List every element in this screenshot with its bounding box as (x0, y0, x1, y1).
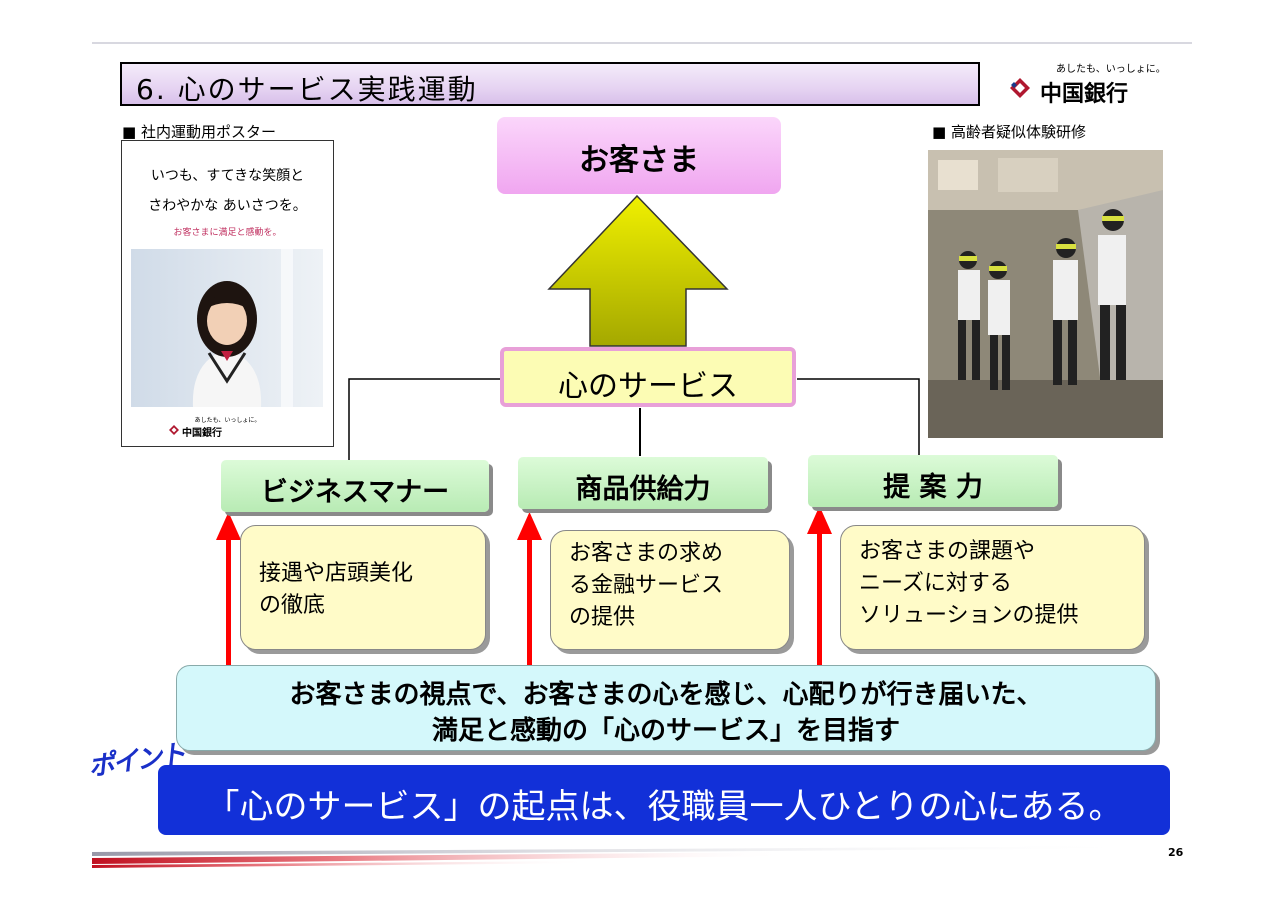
brand-name: 中国銀行 (1040, 82, 1129, 107)
poster-portrait-image (131, 249, 323, 407)
mission-line-2: 満足と感動の「心のサービス」を目指す (431, 716, 900, 746)
detail-line: ニーズに対する (859, 571, 1012, 596)
point-banner: 「心のサービス」の起点は、役職員一人ひとりの心にある。 (158, 765, 1170, 835)
pillar-header-label: ビジネスマナー (260, 477, 450, 508)
poster-line-1: いつも、すてきな笑顔と (150, 168, 305, 184)
heart-service-label: 心のサービス (558, 369, 738, 404)
heart-service-box: 心のサービス (500, 347, 796, 407)
pillar-header-business-manner: ビジネスマナー (221, 460, 489, 512)
brand-tagline: あしたも、いっしょに。 (1056, 64, 1166, 75)
customer-box: お客さま (497, 117, 781, 194)
top-rule (92, 42, 1192, 44)
footer-stripes (92, 846, 1162, 868)
detail-line: の提供 (569, 605, 636, 630)
mission-line-1: お客さまの視点で、お客さまの心を感じ、心配りが行き届いた、 (289, 680, 1043, 710)
poster-caption: ■ 社内運動用ポスター (122, 123, 276, 141)
poster-logo-icon (169, 425, 179, 435)
poster-tagline: あしたも、いっしょに。 (194, 417, 261, 424)
bank-logo-icon (1010, 78, 1030, 98)
campaign-poster: いつも、すてきな笑顔と さわやかな あいさつを。 お客さまに満足と感動を。 あし… (121, 140, 334, 447)
mission-box: お客さまの視点で、お客さまの心を感じ、心配りが行き届いた、 満足と感動の「心のサ… (176, 665, 1156, 751)
pillar-detail-product-supply: お客さまの求め る金融サービス の提供 (550, 530, 790, 650)
detail-line: る金融サービス (569, 573, 724, 598)
pillar-header-product-supply: 商品供給力 (518, 457, 768, 509)
detail-line: の徹底 (259, 593, 326, 618)
customer-label: お客さま (579, 143, 699, 178)
poster-bank-name: 中国銀行 (182, 428, 222, 439)
detail-line: 接遇や店頭美化 (259, 561, 414, 586)
pillar-detail-business-manner: 接遇や店頭美化 の徹底 (240, 525, 486, 650)
title-bar: 6. 心のサービス実践運動 (120, 62, 980, 106)
pillar-detail-proposal: お客さまの課題や ニーズに対する ソリューションの提供 (840, 525, 1145, 650)
photo-caption: ■ 高齢者疑似体験研修 (932, 123, 1086, 141)
training-photo-image (928, 150, 1163, 438)
pillar-header-proposal: 提 案 力 (808, 455, 1058, 507)
detail-line: お客さまの求め (569, 541, 724, 566)
page-title: 6. 心のサービス実践運動 (136, 73, 478, 106)
point-text: 「心のサービス」の起点は、役職員一人ひとりの心にある。 (205, 787, 1123, 827)
page-number: 26 (1168, 846, 1184, 859)
pillar-header-label: 商品供給力 (575, 474, 711, 505)
detail-line: ソリューションの提供 (859, 603, 1079, 628)
poster-line-3: お客さまに満足と感動を。 (173, 228, 282, 238)
poster-line-2: さわやかな あいさつを。 (148, 198, 307, 214)
detail-line: お客さまの課題や (859, 539, 1036, 564)
pillar-header-label: 提 案 力 (883, 472, 983, 503)
